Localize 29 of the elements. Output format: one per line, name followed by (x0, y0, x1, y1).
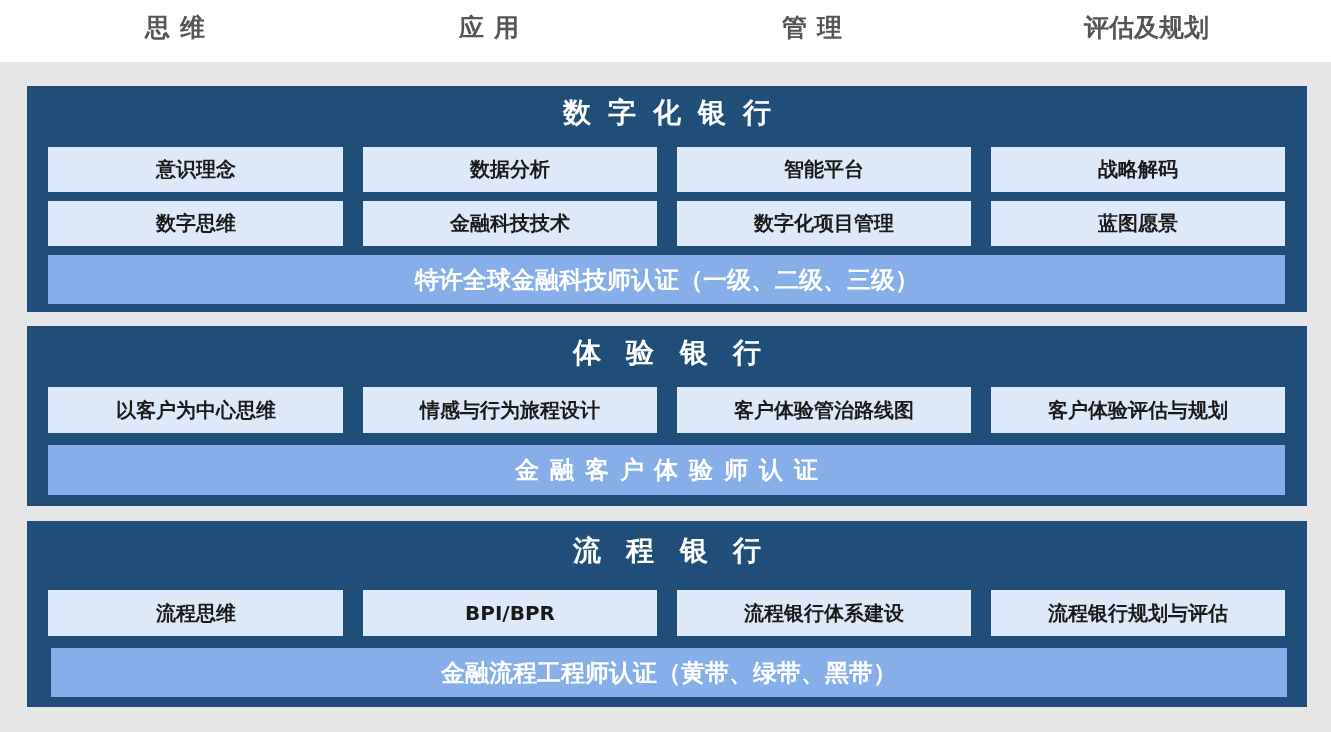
topic-box: 意识理念 (48, 147, 343, 192)
topic-box: 数字化项目管理 (677, 201, 971, 246)
section-panel (27, 521, 1307, 707)
topic-box: 战略解码 (991, 147, 1285, 192)
column-heading: 评估及规划 (1083, 12, 1209, 44)
topic-box: 数字思维 (48, 201, 343, 246)
section-title: 流程银行 (572, 533, 787, 569)
topic-box: 客户体验管治路线图 (677, 387, 971, 433)
topic-box: 数据分析 (363, 147, 657, 192)
topic-box: 客户体验评估与规划 (991, 387, 1285, 433)
topic-box: 流程银行规划与评估 (991, 590, 1285, 636)
section-panel (27, 326, 1307, 506)
column-heading: 思维 (145, 12, 215, 44)
topic-box: BPI/BPR (363, 590, 657, 636)
topic-box: 流程银行体系建设 (677, 590, 971, 636)
certification-bar: 特许全球金融科技师认证（一级、二级、三级） (48, 255, 1285, 304)
section-panel (27, 86, 1307, 312)
section-title: 数字化银行 (561, 95, 789, 131)
section-title: 体验银行 (571, 335, 787, 371)
column-heading: 管理 (782, 12, 852, 44)
certification-bar: 金融客户体验师认证 (48, 445, 1285, 495)
certification-bar: 金融流程工程师认证（黄带、绿带、黑带） (51, 648, 1287, 697)
topic-box: 智能平台 (677, 147, 971, 192)
topic-box: 蓝图愿景 (991, 201, 1285, 246)
column-heading: 应用 (459, 12, 529, 44)
topic-box: 情感与行为旅程设计 (363, 387, 657, 433)
topic-box: 金融科技技术 (363, 201, 657, 246)
topic-box: 流程思维 (48, 590, 343, 636)
topic-box: 以客户为中心思维 (48, 387, 343, 433)
